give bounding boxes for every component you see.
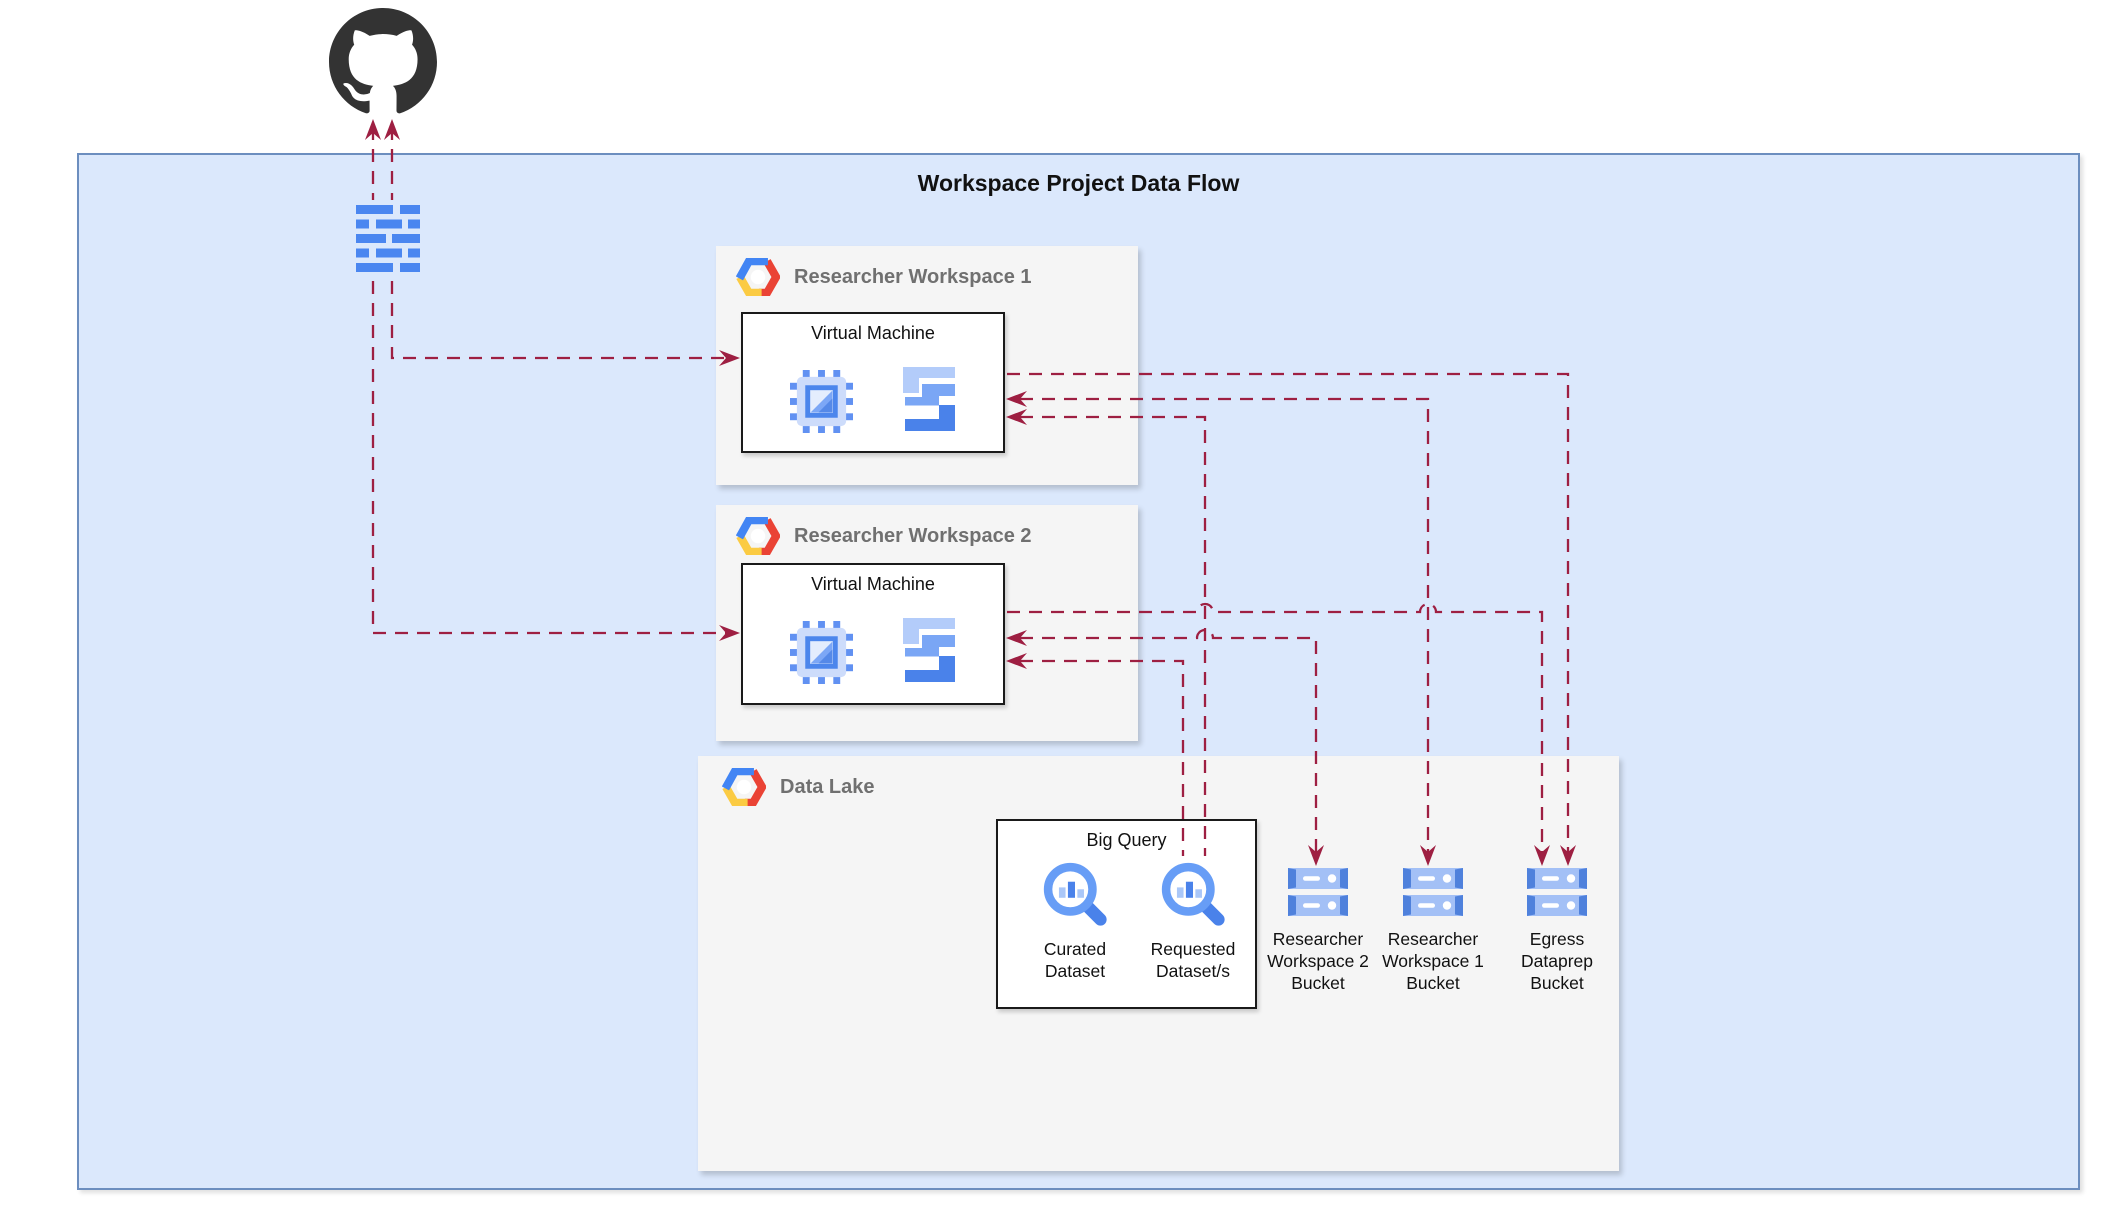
gcp-logo-icon	[736, 517, 780, 555]
vm1-title: Virtual Machine	[811, 323, 935, 343]
requested-dataset-label: Requested Dataset/s	[1150, 939, 1236, 981]
bucket-label-workspace1: Researcher Workspace 1 Bucket	[1382, 929, 1484, 993]
cloud-storage-bucket-icon	[1288, 868, 1348, 916]
workspace1-label: Researcher Workspace 1	[794, 265, 1032, 288]
bigquery-magnifier-icon	[1041, 858, 1109, 930]
workspace2-header: Researcher Workspace 2	[736, 517, 1032, 555]
github-octocat-icon	[329, 8, 437, 116]
cloud-storage-bucket-icon	[1527, 868, 1587, 916]
vm-box-workspace2: Virtual Machine	[741, 563, 1005, 705]
curated-dataset-label: Curated Dataset	[1043, 939, 1107, 981]
gcp-logo-icon	[736, 258, 780, 296]
data-lake-label: Data Lake	[780, 775, 875, 798]
stairs-blocks-icon	[903, 618, 955, 682]
code-lines-icon	[352, 200, 424, 276]
stairs-blocks-icon	[903, 367, 955, 431]
page-title: Workspace Project Data Flow	[917, 170, 1240, 196]
compute-engine-chip-icon	[790, 370, 853, 433]
bigquery-title: Big Query	[1086, 830, 1167, 850]
cloud-storage-bucket-icon	[1403, 868, 1463, 916]
workspace1-header: Researcher Workspace 1	[736, 258, 1032, 296]
vm-box-workspace1: Virtual Machine	[741, 312, 1005, 453]
bucket-label-egress-dataprep: Egress Dataprep Bucket	[1521, 929, 1593, 993]
bigquery-magnifier-icon	[1159, 858, 1227, 930]
vm2-title: Virtual Machine	[811, 574, 935, 594]
data-lake-header: Data Lake	[722, 768, 875, 806]
compute-engine-chip-icon	[790, 621, 853, 684]
bucket-label-workspace2: Researcher Workspace 2 Bucket	[1267, 929, 1369, 993]
workspace2-label: Researcher Workspace 2	[794, 524, 1032, 547]
gcp-logo-icon	[722, 768, 766, 806]
